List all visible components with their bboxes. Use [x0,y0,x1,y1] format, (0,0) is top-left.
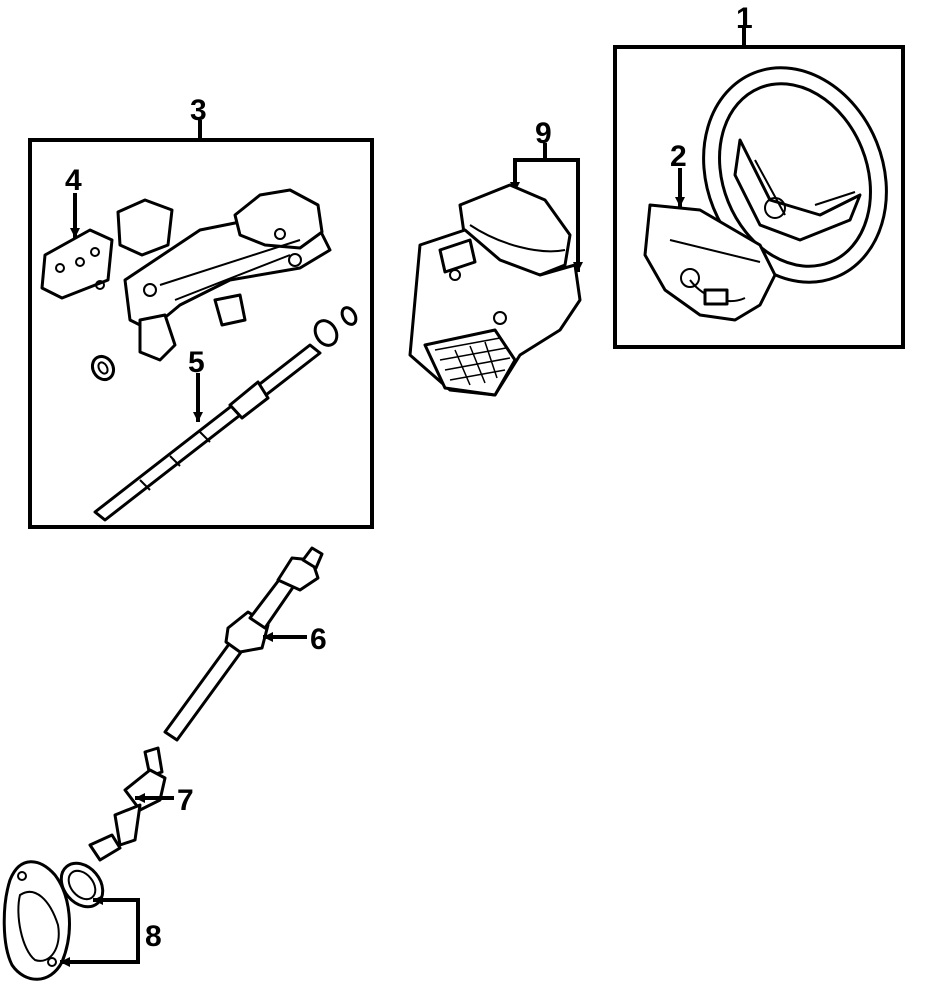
airbag-module[interactable] [643,203,777,322]
steering-wheel-group [613,28,918,349]
callout-8: 8 [145,920,162,953]
steering-wheel[interactable] [672,40,918,310]
steering-wheel-box [613,45,905,349]
callout-6: 6 [310,623,327,656]
intermediate-shaft-group [163,546,324,742]
callout-4: 4 [65,164,82,197]
upper-steering-shaft[interactable] [93,343,322,522]
callout-5: 5 [188,346,205,379]
column-housing[interactable] [116,188,332,362]
bushing[interactable] [311,305,359,349]
callout-7: 7 [177,784,194,817]
washer-small[interactable] [88,353,117,384]
column-bracket[interactable] [40,228,114,300]
callout-9: 9 [535,117,552,150]
dust-boot-seal[interactable] [2,860,71,981]
intermediate-shaft[interactable] [163,546,324,742]
callout-3: 3 [190,94,207,127]
column-cover[interactable] [408,183,582,397]
boot-seal-group [2,860,140,981]
column-cover-group [408,143,583,397]
lower-shaft-group [88,746,174,862]
lower-universal-joint[interactable] [88,746,167,862]
column-assembly-group [28,120,374,529]
callout-2: 2 [670,140,687,173]
callout-1: 1 [736,2,753,35]
